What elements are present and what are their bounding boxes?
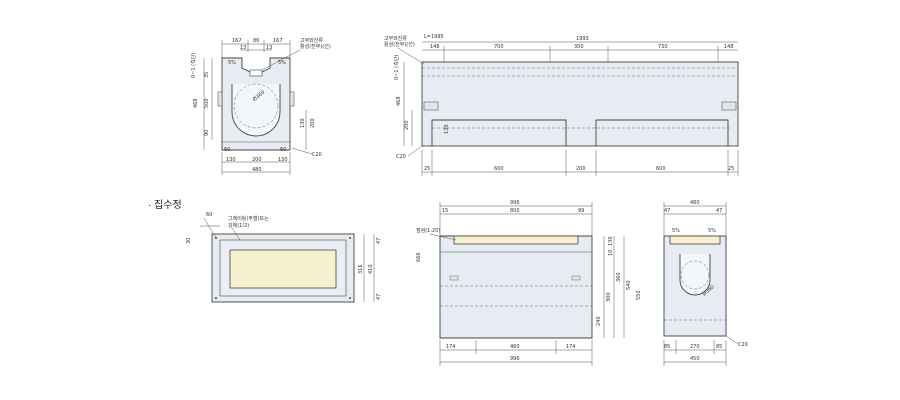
plan-grate	[229, 249, 337, 289]
side-grate-label-2: 활성(전부)(선)	[384, 41, 415, 48]
end-view: 480 47 47 5% 5% Ø360 85 270 85 450 C20	[663, 200, 748, 366]
front-body	[439, 235, 593, 339]
side-top-dim-3: 300	[574, 44, 584, 50]
dim-top2-left: 13	[240, 45, 246, 51]
front-bottom-dim-1: 174	[446, 344, 456, 350]
plan-note-1: 그레이팅(주철)또는	[228, 215, 269, 222]
right-dim-2: 200	[310, 118, 316, 128]
plan-left-dim: 30	[186, 238, 192, 244]
front-right-dim-2: 10	[608, 250, 614, 256]
end-bottom-dim-2: 270	[690, 344, 700, 350]
side-top-dim-5: 148	[724, 44, 734, 50]
side-bottom-dim-3: 200	[576, 166, 586, 172]
front-bottom-dim-3: 174	[566, 344, 576, 350]
side-inner-dim: 130	[444, 124, 450, 134]
front-total-bottom: 996	[510, 356, 520, 362]
end-channel	[679, 254, 711, 296]
left-dim-1: 0~1 (측단)	[190, 53, 197, 78]
front-right-dim-7: 550	[636, 290, 642, 300]
side-bottom-dim-4: 600	[656, 166, 666, 172]
end-top-dim-2: 47	[716, 208, 722, 214]
side-left-dim-1: 0~1 (측단)	[393, 55, 400, 80]
bottom2-dim-3: 130	[278, 157, 288, 163]
corner-label: C20	[312, 152, 322, 158]
plan-right-dim-1: 47	[376, 238, 382, 244]
end-total-width: 480	[690, 200, 700, 206]
side-left-dim-3: 200	[404, 120, 410, 130]
front-grate	[453, 235, 579, 245]
end-grate	[669, 235, 721, 245]
grate-label-line1: 고무와잔류	[300, 37, 323, 44]
total-length: 1993	[576, 36, 589, 42]
end-top-dim-1: 47	[664, 208, 670, 214]
notch-left	[423, 101, 439, 111]
side-bottom-dim-5: 25	[728, 166, 734, 172]
grate-slot	[249, 69, 263, 77]
plan-top-dim: 60	[206, 212, 212, 218]
end-total-bottom: 450	[690, 356, 700, 362]
front-right-dim-1: 130	[608, 236, 614, 246]
left-dim-4: 90	[204, 130, 210, 136]
end-bottom-dim-3: 85	[716, 344, 722, 350]
plan-right-dim-3: 410	[368, 264, 374, 274]
front-right-dim-6: 300	[606, 292, 612, 302]
length-label: L=1995	[424, 34, 444, 40]
left-dim-3: 500	[204, 98, 210, 108]
plan-view: 60 30 그레이팅(주철)또는 강제(1/2) 47 316 410 47	[186, 212, 382, 303]
side-nub-left	[217, 91, 223, 107]
left-dim-2: 35	[204, 72, 210, 78]
side-view: L=1995 1993 148 700 300 730 148 고무와잔류 활성…	[384, 34, 739, 176]
cross-section-view: 167 86 167 13 13 고무와잔류 활성(전부)(선) 5% 5% Ø…	[190, 37, 331, 175]
dim-top-right: 167	[273, 38, 283, 44]
end-bottom-dim-1: 85	[664, 344, 670, 350]
slope-left: 5%	[228, 60, 236, 66]
grate-label-line2: 활성(전부)(선)	[300, 43, 331, 50]
front-right-dim-4: 540	[626, 280, 632, 290]
right-dim-1: 130	[300, 118, 306, 128]
total-width: 480	[252, 167, 262, 173]
side-top-dim-1: 148	[430, 44, 440, 50]
notch-right	[721, 101, 737, 111]
front-left-dim: 666	[416, 252, 422, 262]
front-top-dim-1: 15	[442, 208, 448, 214]
section-title: · 집수정	[148, 199, 182, 211]
dim-top-left: 167	[232, 38, 242, 44]
dim-top-mid: 86	[253, 38, 259, 44]
front-label: 점검(1:20)	[416, 227, 440, 234]
front-total-width: 996	[510, 200, 520, 206]
bottom-dim-1: 60	[224, 147, 230, 153]
plan-right-dim-2: 316	[358, 264, 364, 274]
side-corner-label: C20	[396, 154, 406, 160]
bottom2-dim-2: 200	[252, 157, 262, 163]
plan-right-dim-4: 47	[376, 294, 382, 300]
side-nub-right	[289, 91, 295, 107]
pipe-circle	[233, 83, 279, 129]
end-corner-label: C20	[738, 342, 748, 348]
front-top-dim-3: 99	[578, 208, 584, 214]
side-top-dim-2: 700	[494, 44, 504, 50]
end-slope-1: 5%	[672, 228, 680, 234]
left-dim-5: 468	[193, 98, 199, 108]
side-bottom-dim-2: 600	[494, 166, 504, 172]
cross-section-channel	[231, 84, 281, 137]
front-view: 996 15 800 99 점검(1:20) 666 130 10 360 54…	[416, 200, 642, 366]
side-view-body	[421, 61, 739, 147]
side-bottom-dim-1: 25	[424, 166, 430, 172]
front-bottom-dim-2: 460	[510, 344, 520, 350]
bottom2-dim-1: 130	[226, 157, 236, 163]
side-top-dim-4: 730	[658, 44, 668, 50]
slope-right: 5%	[278, 60, 286, 66]
end-slope-2: 5%	[708, 228, 716, 234]
front-right-dim-3: 360	[616, 272, 622, 282]
dim-top2-right: 13	[266, 45, 272, 51]
front-top-dim-2: 800	[510, 208, 520, 214]
bottom-dim-2: 60	[280, 147, 286, 153]
front-right-dim-5: 240	[596, 316, 602, 326]
side-grate-label-1: 고무와잔류	[384, 35, 407, 42]
plan-note-2: 강제(1/2)	[228, 222, 249, 229]
side-left-dim-2: 468	[396, 96, 402, 106]
